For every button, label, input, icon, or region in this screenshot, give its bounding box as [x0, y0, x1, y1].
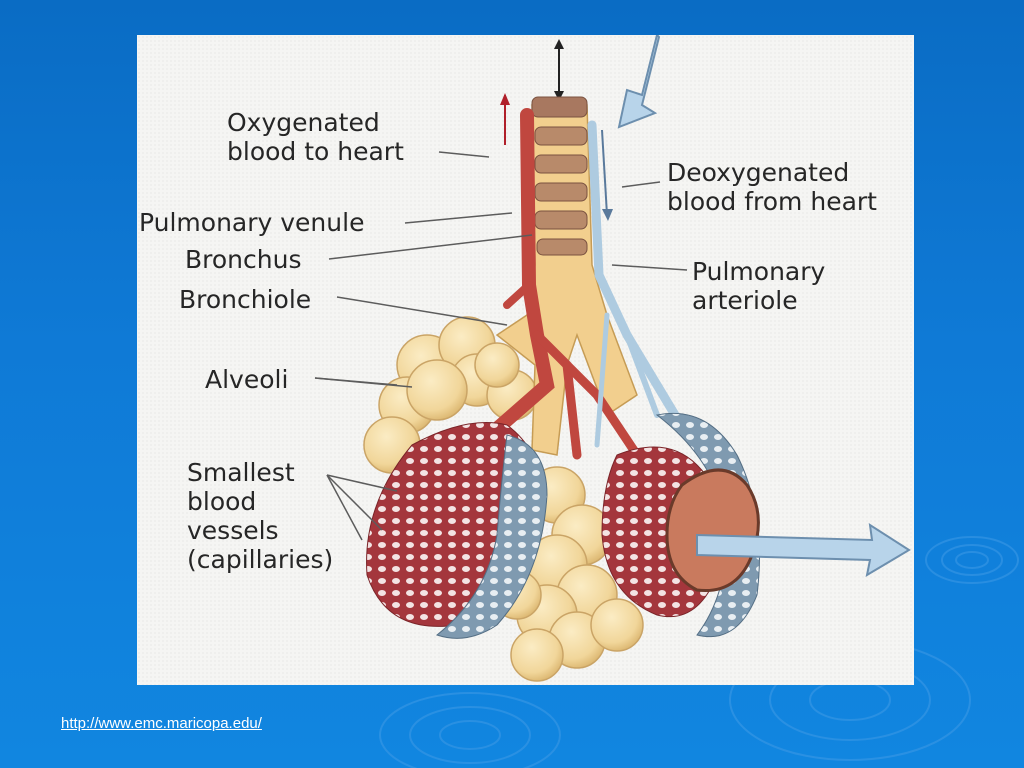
inflow-arrow	[617, 35, 661, 129]
pulmonary-arteriole	[587, 120, 692, 448]
alveoli-cluster	[363, 316, 644, 682]
diagram-panel: Oxygenated blood to heart Deoxygenated b…	[137, 35, 914, 685]
label-deoxygenated: Deoxygenated blood from heart	[667, 158, 877, 216]
label-alveoli: Alveoli	[205, 365, 289, 394]
label-pulmonary-arteriole: Pulmonary arteriole	[692, 257, 826, 315]
airflow-arrow	[554, 39, 564, 101]
source-link[interactable]: http://www.emc.maricopa.edu/	[61, 715, 262, 732]
pulmonary-venule	[460, 108, 642, 462]
label-oxygenated: Oxygenated blood to heart	[227, 108, 404, 166]
label-smallest-vessels: Smallest blood vessels (capillaries)	[187, 458, 334, 574]
label-bronchus: Bronchus	[185, 245, 302, 274]
label-pulmonary-venule: Pulmonary venule	[139, 208, 365, 237]
capillary-network	[366, 412, 760, 639]
alveoli-illustration	[314, 35, 911, 682]
label-bronchiole: Bronchiole	[179, 285, 312, 314]
outflow-arrow	[696, 522, 911, 578]
leader-lines	[314, 151, 688, 541]
